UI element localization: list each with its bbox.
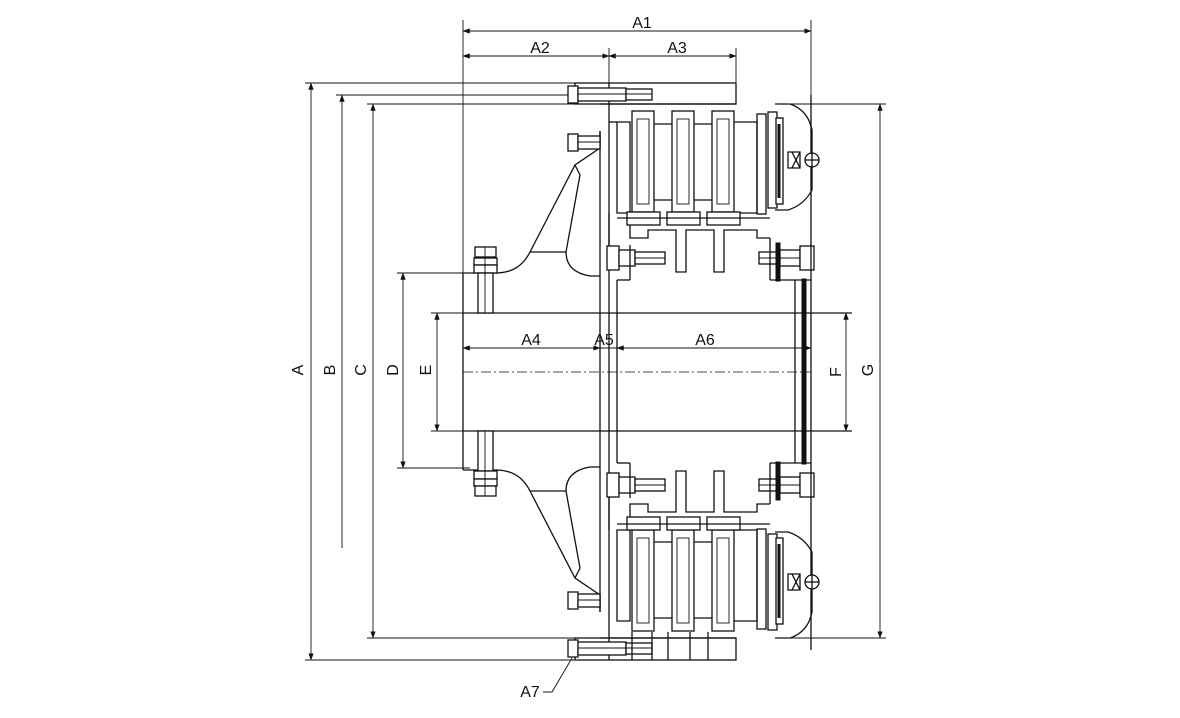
label-c: C xyxy=(353,364,370,376)
outer-housing-top xyxy=(567,82,737,245)
label-a2: A2 xyxy=(530,40,550,57)
hub-bottom xyxy=(463,430,618,638)
label-a5: A5 xyxy=(594,332,614,349)
dim-a7-leader xyxy=(543,657,573,693)
label-e: E xyxy=(418,365,435,376)
label-d: D xyxy=(385,364,402,376)
hub-screws-left xyxy=(606,245,666,498)
label-a7: A7 xyxy=(520,684,540,701)
friction-disc-pack-top xyxy=(617,110,770,273)
label-g: G xyxy=(860,364,877,376)
label-b: B xyxy=(322,365,339,376)
shaft-bore xyxy=(462,273,852,470)
dimension-labels: A1 A2 A3 A4 A5 A6 A7 A B C D E F G xyxy=(290,15,877,701)
label-a: A xyxy=(290,364,307,375)
end-cap-bottom xyxy=(767,531,820,639)
label-f: F xyxy=(828,367,845,377)
label-a3: A3 xyxy=(667,40,687,57)
friction-disc-pack-bottom xyxy=(617,470,770,632)
dimension-lines xyxy=(305,20,886,693)
armature-plate xyxy=(794,95,812,650)
end-cap-top xyxy=(767,103,820,211)
label-a1: A1 xyxy=(632,15,652,32)
hub-top xyxy=(463,104,618,431)
label-a4: A4 xyxy=(521,332,541,349)
outer-housing-bottom xyxy=(567,498,737,661)
label-a6: A6 xyxy=(695,332,715,349)
